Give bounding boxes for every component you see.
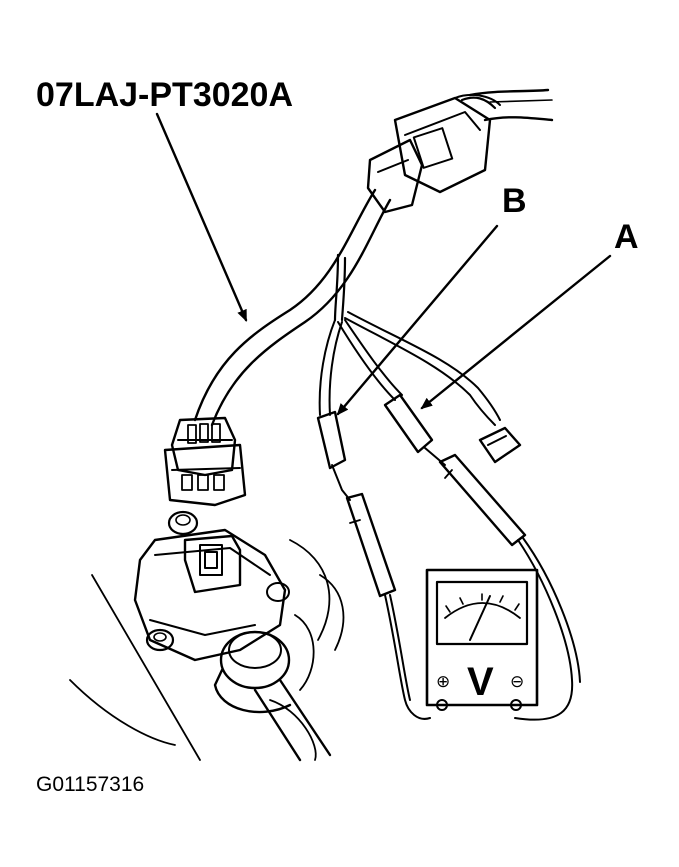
engine-background xyxy=(69,539,345,761)
probe-a xyxy=(383,393,581,721)
probe-b-label: B xyxy=(502,182,527,220)
probe-a-label: A xyxy=(614,218,639,256)
meter-minus-terminal xyxy=(510,699,522,711)
figure-id-label: G01157316 xyxy=(36,773,144,796)
meter-plus-terminal xyxy=(436,699,448,711)
meter-unit-label: V xyxy=(467,660,494,704)
meter-needle xyxy=(469,595,491,641)
upper-harness-connector xyxy=(366,88,554,214)
tool-leader-arrow xyxy=(155,112,248,322)
meter-plus-symbol: ⊕ xyxy=(436,672,450,691)
probe-a-leader-arrow xyxy=(420,254,612,410)
voltmeter: V ⊕ ⊖ xyxy=(425,568,539,711)
spare-connector xyxy=(478,426,522,464)
meter-display xyxy=(435,580,529,646)
meter-minus-symbol: ⊖ xyxy=(510,672,524,691)
probe-b-leader-arrow xyxy=(336,224,499,416)
branch-leads xyxy=(318,253,501,426)
tool-part-number-label: 07LAJ-PT3020A xyxy=(36,76,293,114)
sensor-assembly xyxy=(133,510,332,762)
tool-harness-cable xyxy=(193,188,392,427)
lower-harness-connector xyxy=(163,416,247,507)
probe-b xyxy=(316,410,431,720)
